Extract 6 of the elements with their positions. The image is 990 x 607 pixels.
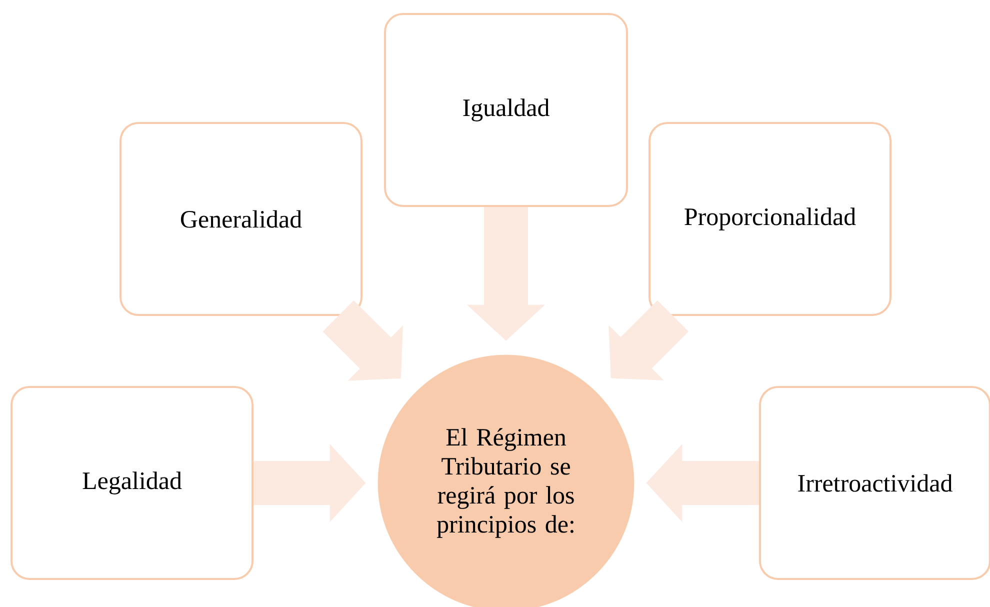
rounded-box: Irretroactividad <box>759 386 990 580</box>
rounded-box: Generalidad <box>120 122 362 316</box>
rounded-box: Legalidad <box>10 386 254 580</box>
rounded-box: Igualdad <box>384 13 628 207</box>
rounded-box: Proporcionalidad <box>648 122 892 316</box>
circle-node: El Régimen Tributario se regirá por los principios de: <box>378 354 634 607</box>
